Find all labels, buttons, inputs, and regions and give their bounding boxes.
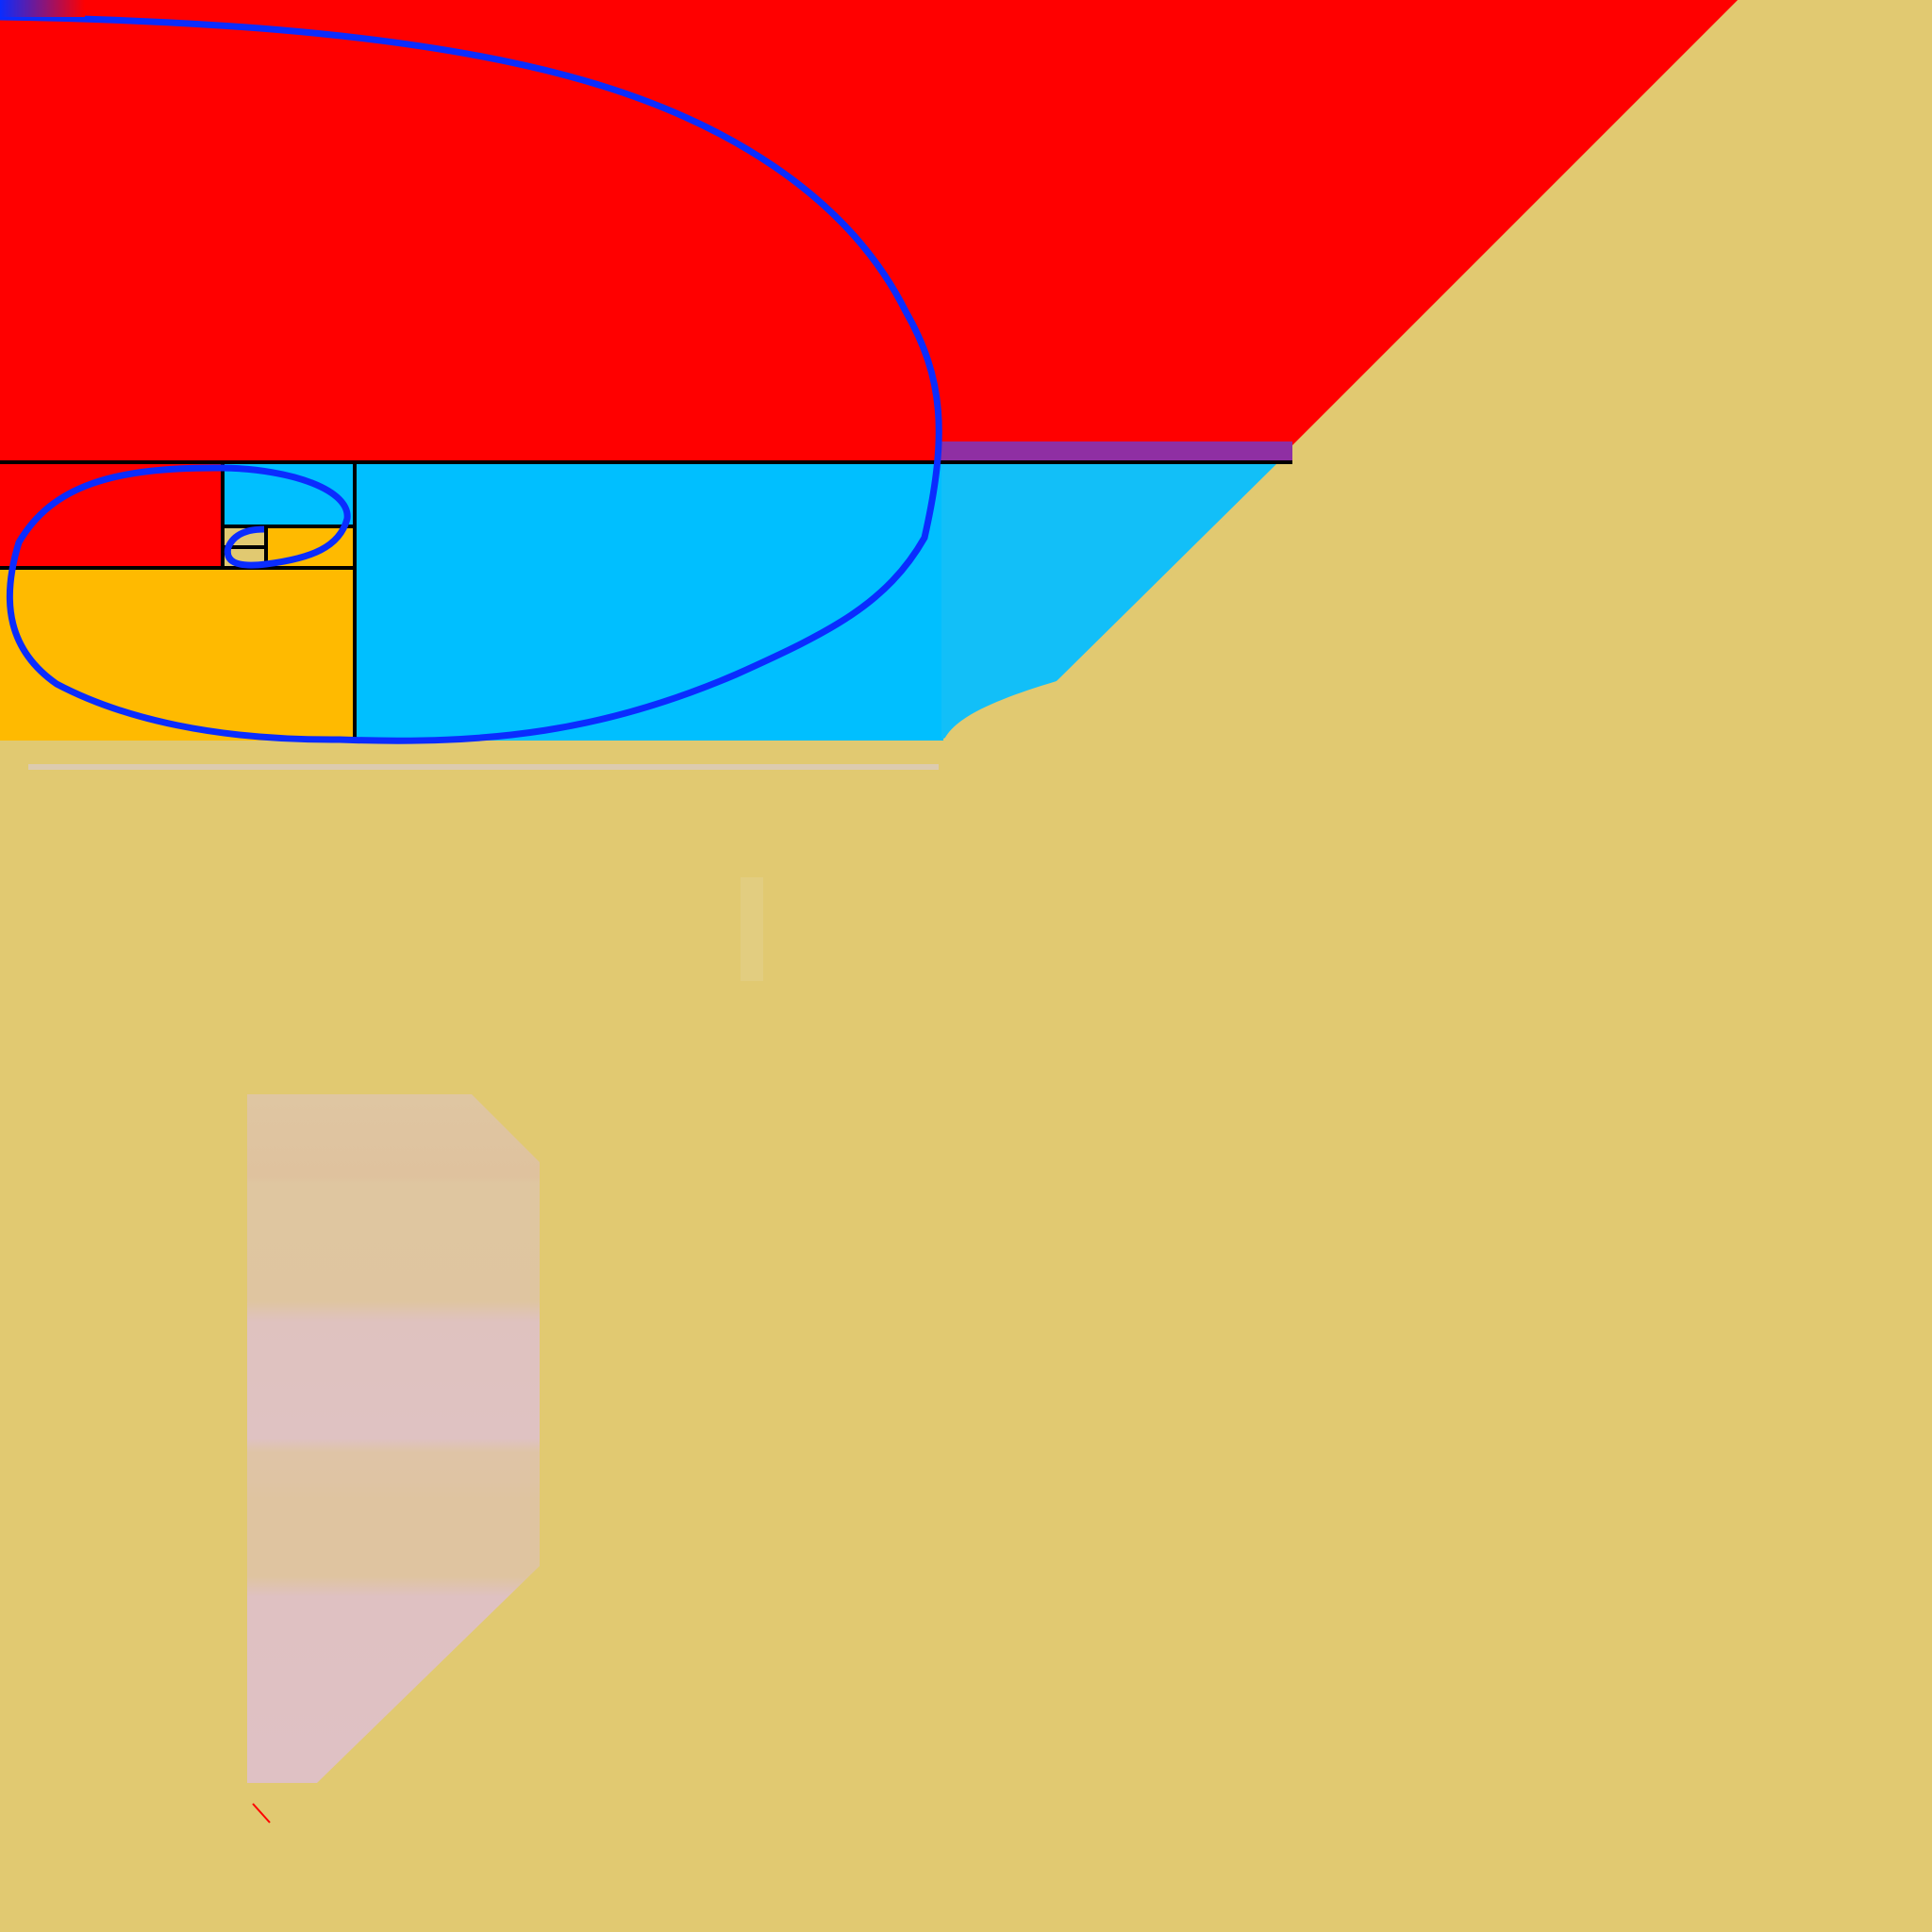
pink-panel [247, 1094, 540, 1783]
red-region-top [0, 0, 1738, 462]
red-tick [252, 1803, 271, 1824]
cream-wedge [943, 462, 1292, 741]
grid-lines [0, 460, 1292, 741]
faint-divider [28, 764, 939, 770]
golden-spiral-icon [0, 13, 942, 744]
faint-mark [741, 877, 763, 981]
blue-fade [0, 0, 85, 17]
amber-square [0, 568, 355, 741]
purple-seam [939, 441, 1292, 462]
cyan-strip [941, 462, 1278, 740]
cyan-square [355, 462, 943, 741]
